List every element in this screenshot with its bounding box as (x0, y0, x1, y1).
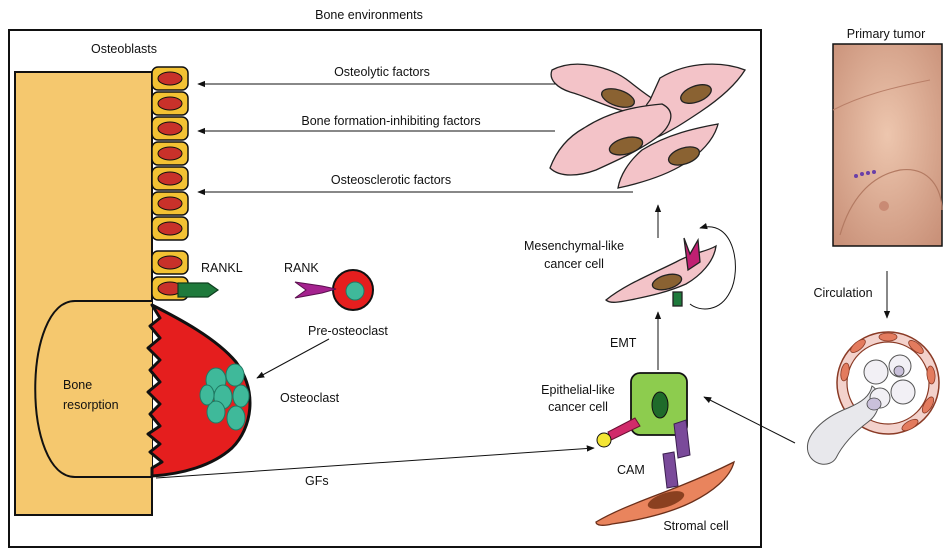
stromal-cell-label: Stromal cell (663, 519, 728, 533)
rankl-label: RANKL (201, 261, 243, 275)
epithelial-like-cancer-cell (596, 372, 691, 489)
mesenchymal-label-1: Mesenchymal-like (524, 239, 624, 253)
osteoblasts-label: Osteoblasts (91, 42, 157, 56)
osteoclast-cell (146, 303, 252, 478)
primary-tumor-label: Primary tumor (847, 27, 925, 41)
cam-molecule-1 (673, 419, 691, 459)
osteoblast-layer (151, 66, 189, 301)
circulation-label: Circulation (813, 286, 872, 300)
pre-osteoclast-to-osteoclast-arrow (256, 338, 330, 379)
gfs-label: GFs (305, 474, 329, 488)
growth-factor (596, 432, 612, 448)
rankl-ligand (177, 282, 220, 298)
mesenchymal-like-cancer-cell (605, 237, 717, 307)
cam-label: CAM (617, 463, 645, 477)
mesenchymal-label-2: cancer cell (544, 257, 604, 271)
osteoclast-label: Osteoclast (280, 391, 340, 405)
bone-resorption-pit (34, 300, 152, 478)
mesenchymal-cell-cluster (549, 63, 746, 189)
mesenchymal-loop-arrow (689, 222, 736, 310)
osteoblast (151, 216, 189, 241)
osteoblast (151, 66, 189, 91)
rank-receptor (294, 281, 337, 299)
osteoblast (151, 191, 189, 216)
bone-environment-frame (8, 29, 762, 548)
stromal-cell (595, 460, 735, 526)
bone-resorption-label-2: resorption (63, 398, 119, 412)
osteosclerotic-factors-label: Osteosclerotic factors (331, 173, 451, 187)
osteoblast (151, 166, 189, 191)
epithelial-label-2: cancer cell (548, 400, 608, 414)
gfs-arrow (155, 445, 595, 479)
bone-formation-inhibiting-factors-label: Bone formation-inhibiting factors (301, 114, 480, 128)
osteoblast (151, 91, 189, 116)
blood-vessel (806, 331, 940, 465)
osteoblast (151, 141, 189, 166)
osteolytic-factors-label: Osteolytic factors (334, 65, 430, 79)
pre-osteoclast (294, 269, 374, 311)
primary-tumor-photo (832, 43, 943, 247)
osteoblast (151, 250, 189, 275)
rank-label: RANK (284, 261, 319, 275)
osteoblast (151, 116, 189, 141)
pre-osteoclast-label: Pre-osteoclast (308, 324, 388, 338)
diagram-title: Bone environments (315, 8, 423, 22)
tumor-marker-dots (854, 170, 876, 178)
osteoclast-nuclei (199, 363, 250, 431)
bone-resorption-label-1: Bone (63, 378, 92, 392)
epithelial-label-1: Epithelial-like (541, 383, 615, 397)
cam-molecule-2 (662, 451, 679, 489)
vessel-to-epithelial-arrow (703, 396, 796, 444)
emt-label: EMT (610, 336, 637, 350)
